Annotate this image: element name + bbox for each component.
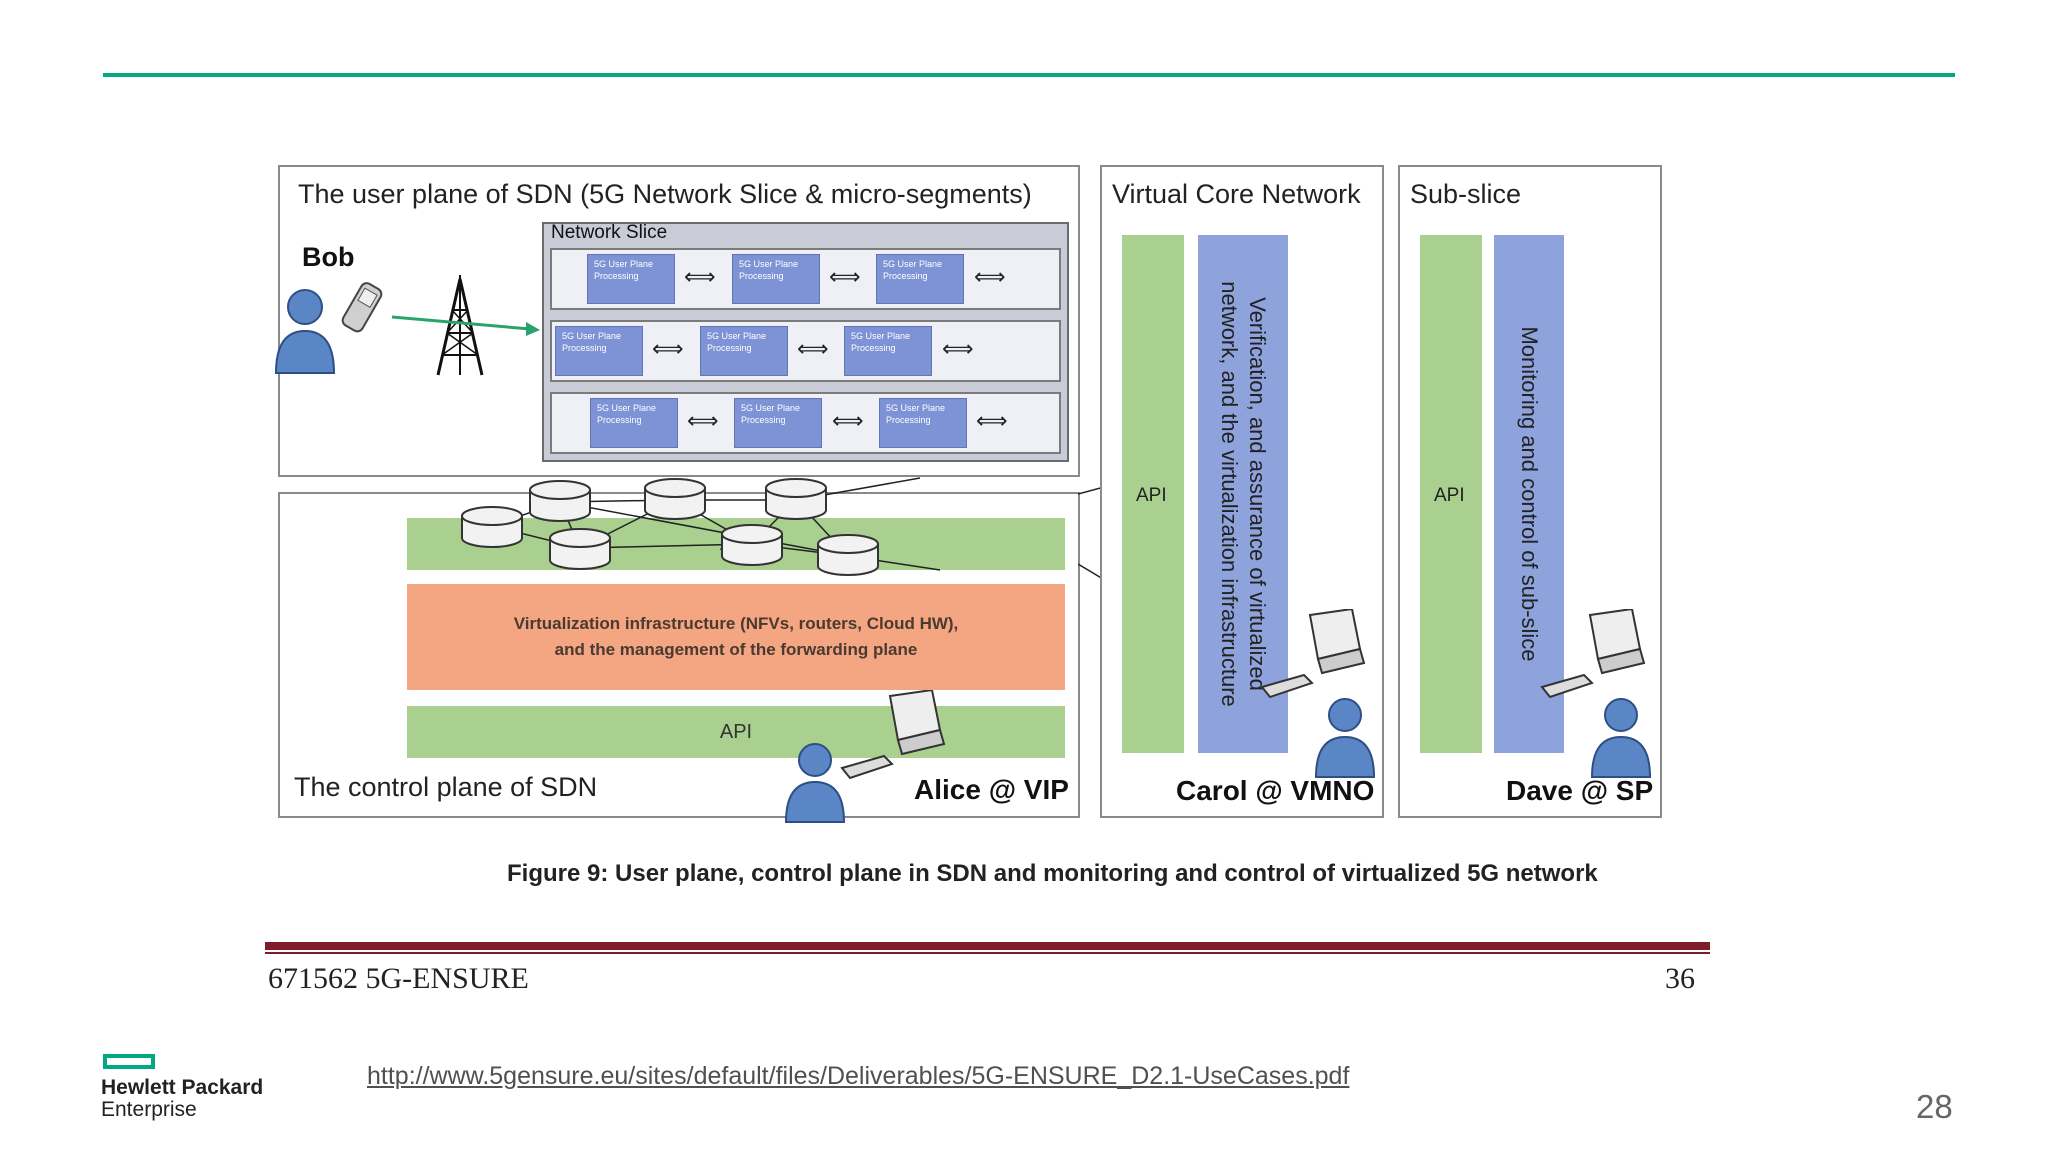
virtualization-line2: and the management of the forwarding pla…: [554, 640, 918, 659]
person-icon: [274, 289, 336, 374]
bob-label: Bob: [302, 242, 355, 272]
bidirectional-arrow-icon: ⟺: [797, 336, 829, 361]
alice-label: Alice @ VIP: [914, 774, 1069, 805]
computer-icon: [840, 690, 946, 780]
logo-line1: Hewlett Packard: [101, 1076, 264, 1099]
virtualization-line1: Virtualization infrastructure (NFVs, rou…: [513, 614, 959, 633]
virtualization-band: Virtualization infrastructure (NFVs, rou…: [407, 584, 1065, 690]
person-icon: [784, 743, 846, 823]
api-column: API: [1122, 235, 1184, 753]
slide-number: 28: [1916, 1088, 1953, 1125]
network-nodes-graph: [461, 477, 941, 576]
monitoring-column: Monitoring and control of sub-slice: [1494, 235, 1564, 753]
api-band-bottom: API: [407, 706, 1065, 758]
document-page-number: 36: [1665, 962, 1695, 995]
virtual-core-box: Virtual Core Network API Verification, a…: [1100, 165, 1384, 818]
document-footer-rule-thin: [265, 952, 1710, 954]
subslice-title: Sub-slice: [1410, 179, 1522, 209]
document-id: 671562 5G-ENSURE: [268, 962, 529, 995]
subslice-box: Sub-slice API Monitoring and control of …: [1398, 165, 1662, 818]
control-plane-box: API Virtualization infrastructure (NFVs,…: [278, 477, 1080, 823]
api-label: API: [1136, 485, 1167, 506]
bidirectional-arrow-icon: ⟺: [652, 336, 684, 361]
computer-icon: [1540, 609, 1646, 699]
bidirectional-arrow-icon: ⟺: [687, 408, 719, 433]
person-icon: [1590, 698, 1652, 778]
document-footer-rule: [265, 942, 1710, 950]
api-label: API: [1434, 485, 1465, 506]
carol-label: Carol @ VMNO: [1176, 775, 1375, 806]
source-link[interactable]: http://www.5gensure.eu/sites/default/fil…: [367, 1062, 1350, 1090]
phone-icon: [341, 282, 383, 333]
verification-column: Verification, and assurance of virtualiz…: [1198, 235, 1288, 753]
network-slice-label: Network Slice: [551, 222, 668, 243]
antenna-tower-icon: [436, 275, 484, 376]
bidirectional-arrow-icon: ⟺: [942, 336, 974, 361]
figure-caption: Figure 9: User plane, control plane in S…: [507, 860, 1598, 887]
control-plane-title: The control plane of SDN: [294, 772, 598, 802]
api-column: API: [1420, 235, 1482, 753]
monitoring-text: Monitoring and control of sub-slice: [1517, 326, 1542, 662]
node-cylinders: [461, 478, 879, 576]
bidirectional-arrow-icon: ⟺: [976, 408, 1008, 433]
computer-icon: [1260, 609, 1366, 699]
bidirectional-arrow-icon: ⟺: [684, 264, 716, 289]
user-plane-title: The user plane of SDN (5G Network Slice …: [298, 179, 1032, 209]
logo-line2: Enterprise: [101, 1098, 197, 1121]
bidirectional-arrow-icon: ⟺: [829, 264, 861, 289]
title-rule: [103, 73, 1955, 77]
person-icon: [1314, 698, 1376, 778]
user-plane-box: The user plane of SDN (5G Network Slice …: [274, 165, 1080, 477]
hpe-logo-icon: [103, 1054, 155, 1069]
dave-label: Dave @ SP: [1506, 775, 1654, 806]
verification-line2: network, and the virtualization infrastr…: [1217, 281, 1242, 707]
bidirectional-arrow-icon: ⟺: [832, 408, 864, 433]
bidirectional-arrow-icon: ⟺: [974, 264, 1006, 289]
api-label: API: [719, 720, 753, 743]
signal-arrow: [392, 315, 540, 336]
virtual-core-title: Virtual Core Network: [1112, 179, 1361, 209]
